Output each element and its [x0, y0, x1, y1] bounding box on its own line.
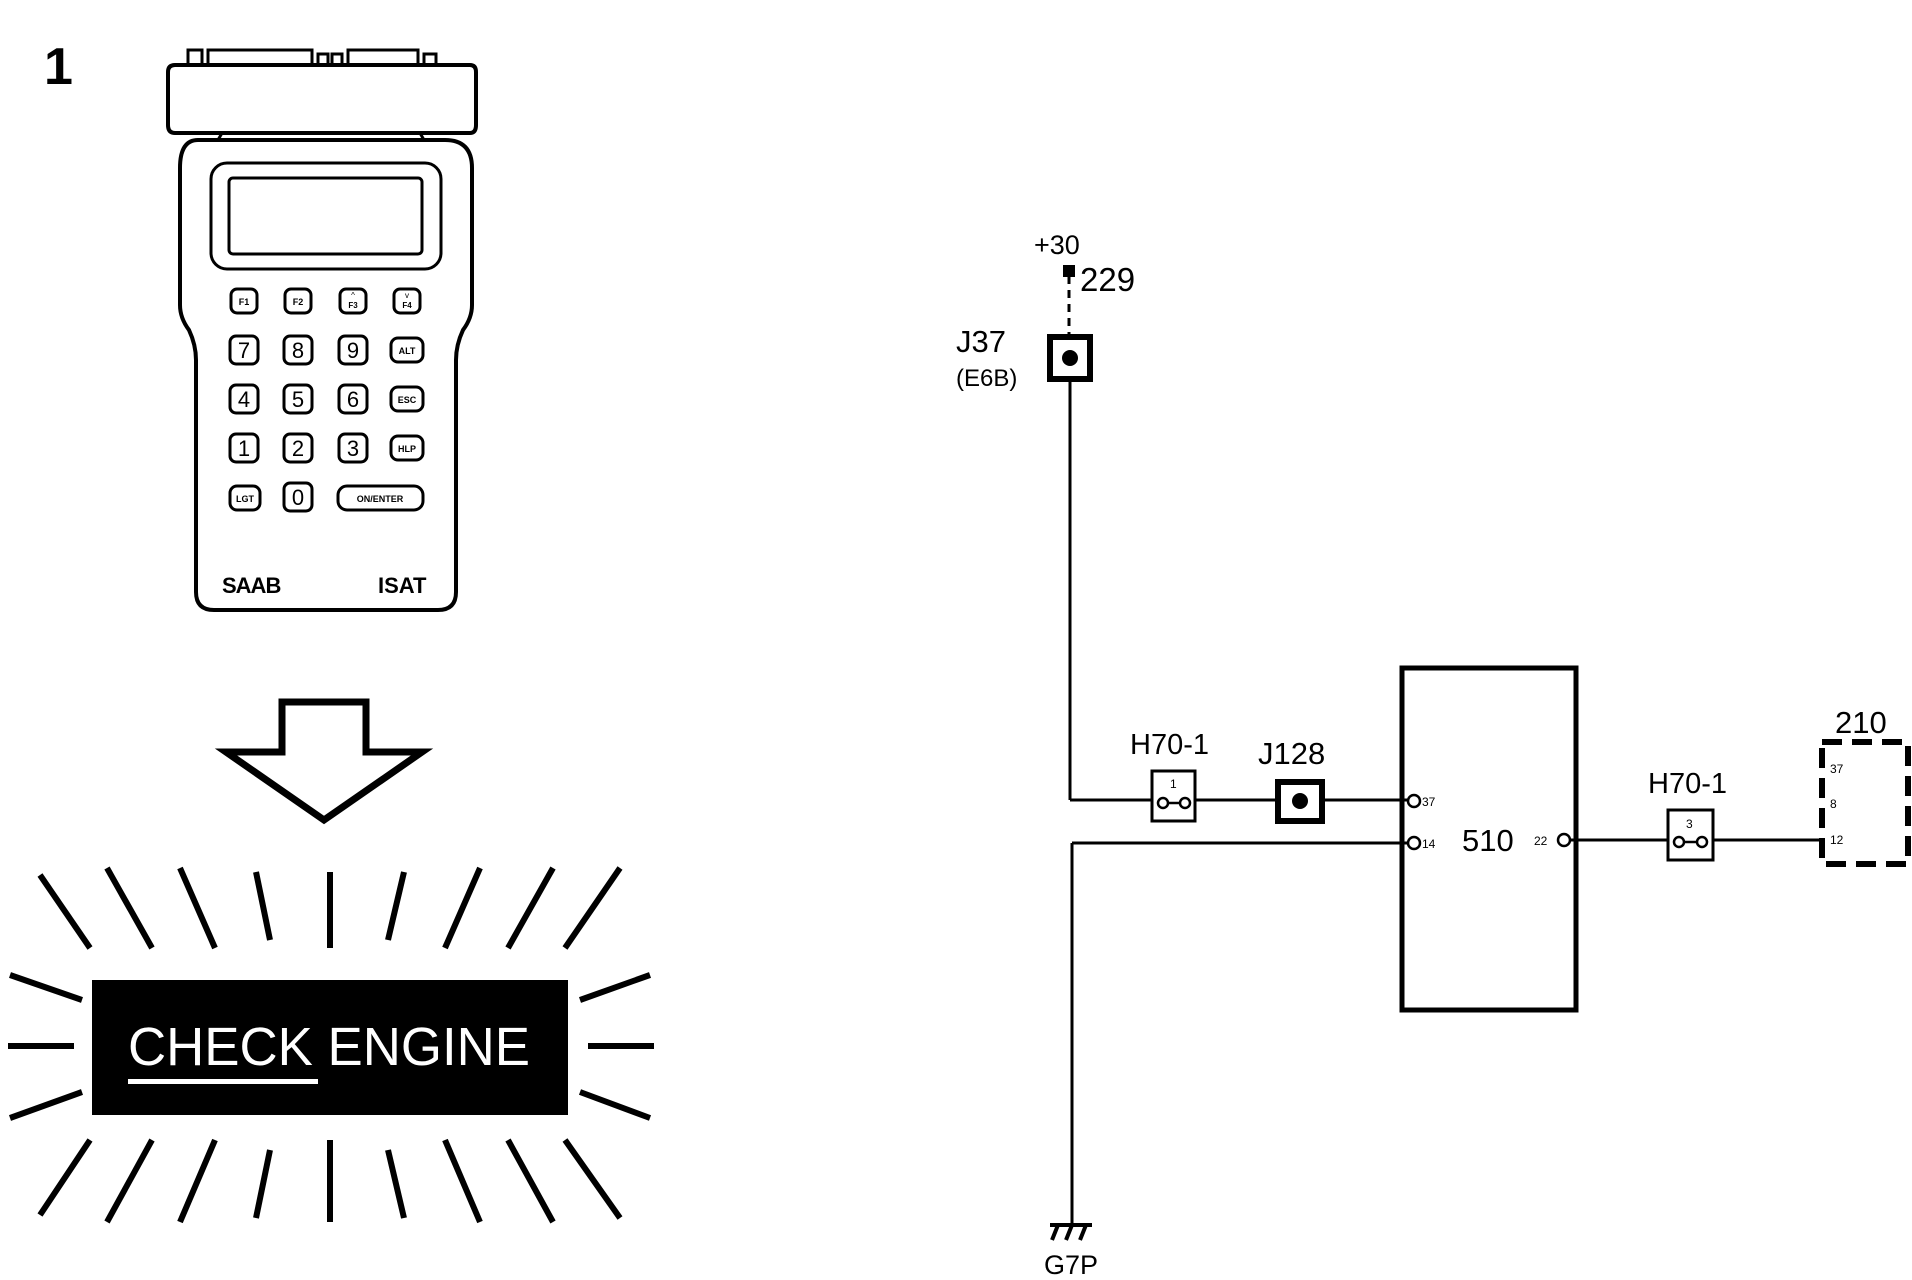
- key-on-enter: ON/ENTER: [336, 484, 425, 512]
- figure-number: 1: [44, 38, 73, 96]
- key-0: 0: [282, 481, 314, 513]
- svg-text:7: 7: [238, 338, 250, 363]
- connector-h70-1-pin1: [1150, 769, 1197, 823]
- warning-lamp-rays: [8, 866, 654, 1224]
- down-arrow-icon: [214, 698, 434, 825]
- instrument-pin-8: 8: [1830, 797, 1837, 811]
- svg-text:F2: F2: [293, 297, 304, 307]
- key-alt: ALT: [389, 336, 425, 364]
- svg-text:F3: F3: [348, 301, 358, 310]
- ecu-pin-14: [1406, 835, 1422, 851]
- key-f1: F1: [229, 287, 259, 315]
- tool-display-bezel: [209, 161, 443, 271]
- splice-j37-dot: [1062, 350, 1078, 366]
- svg-text:F1: F1: [239, 297, 250, 307]
- svg-text:ON/ENTER: ON/ENTER: [357, 494, 404, 504]
- key-f4: vF4: [392, 287, 422, 315]
- tool-display-screen: [227, 176, 424, 256]
- svg-text:4: 4: [238, 387, 250, 412]
- ground-label: G7P: [1044, 1250, 1098, 1280]
- ecu-pin-37-label: 37: [1422, 795, 1436, 809]
- connector2-label: H70-1: [1648, 768, 1727, 800]
- svg-text:LGT: LGT: [236, 494, 254, 504]
- key-esc: ESC: [389, 385, 425, 413]
- key-6: 6: [337, 383, 369, 415]
- svg-text:HLP: HLP: [398, 444, 416, 454]
- tool-body: [178, 138, 474, 612]
- key-8: 8: [282, 334, 314, 366]
- check-engine-lamp: [92, 980, 568, 1115]
- fuse-229-terminal: [1063, 265, 1075, 277]
- svg-text:1: 1: [238, 436, 250, 461]
- svg-text:5: 5: [292, 387, 304, 412]
- instrument-pin-37: 37: [1830, 762, 1844, 776]
- svg-text:^: ^: [351, 291, 355, 300]
- instrument-pin-12: 12: [1830, 833, 1844, 847]
- connector-h70-1-pin3: [1666, 808, 1715, 862]
- svg-text:8: 8: [292, 338, 304, 363]
- connector2-pin-label: 3: [1686, 817, 1693, 831]
- tool-keypad: F1 F2 ^F3 vF4 7 8 9 ALT 4 5 6 ESC 1 2 3 …: [228, 287, 425, 513]
- svg-text:6: 6: [347, 387, 359, 412]
- ground-icon: [1050, 1223, 1092, 1241]
- ecu-pin-37: [1406, 793, 1422, 809]
- instrument-210: [1819, 739, 1911, 867]
- ecu-pin-22: [1556, 832, 1572, 848]
- ecu-label: 510: [1462, 823, 1514, 858]
- junction-j128-label: J128: [1258, 736, 1325, 771]
- svg-text:9: 9: [347, 338, 359, 363]
- key-f3: ^F3: [338, 287, 368, 315]
- junction-j37-sublabel: (E6B): [956, 365, 1017, 392]
- wiring-schematic: [1047, 276, 1911, 1225]
- key-4: 4: [228, 383, 260, 415]
- tool-brand-label: SAAB: [222, 573, 280, 598]
- schematic-labels: +30 229 J37 (E6B) H70-1 1 J128 510 37 14…: [956, 230, 1887, 1280]
- splice-j128-dot: [1292, 793, 1308, 809]
- key-5: 5: [282, 383, 314, 415]
- tool-model-label: ISAT: [378, 573, 427, 598]
- svg-text:ALT: ALT: [399, 346, 416, 356]
- key-f2: F2: [283, 287, 313, 315]
- ecu-pin-22-label: 22: [1534, 834, 1548, 848]
- svg-text:0: 0: [292, 485, 304, 510]
- check-engine-underline: [128, 1079, 318, 1084]
- instrument-label: 210: [1835, 705, 1887, 740]
- check-engine-text: CHECK ENGINE: [128, 1017, 530, 1077]
- svg-text:2: 2: [292, 436, 304, 461]
- fuse-label: 229: [1080, 261, 1135, 298]
- tool-connector-header: [166, 63, 478, 135]
- key-lgt: LGT: [228, 484, 262, 512]
- svg-text:3: 3: [347, 436, 359, 461]
- connector1-label: H70-1: [1130, 729, 1209, 761]
- key-3: 3: [337, 432, 369, 464]
- junction-j37-label: J37: [956, 324, 1006, 359]
- supply-label: +30: [1034, 230, 1080, 260]
- svg-text:ESC: ESC: [398, 395, 417, 405]
- key-1: 1: [228, 432, 260, 464]
- svg-text:F4: F4: [402, 301, 412, 310]
- isat-diagnostic-tool: [166, 48, 478, 612]
- ecu-pin-14-label: 14: [1422, 837, 1436, 851]
- key-2: 2: [282, 432, 314, 464]
- connector1-pin-label: 1: [1170, 777, 1177, 791]
- key-7: 7: [228, 334, 260, 366]
- svg-text:v: v: [405, 291, 409, 300]
- key-hlp: HLP: [389, 434, 425, 462]
- key-9: 9: [337, 334, 369, 366]
- schematic-marks: [1062, 265, 1709, 851]
